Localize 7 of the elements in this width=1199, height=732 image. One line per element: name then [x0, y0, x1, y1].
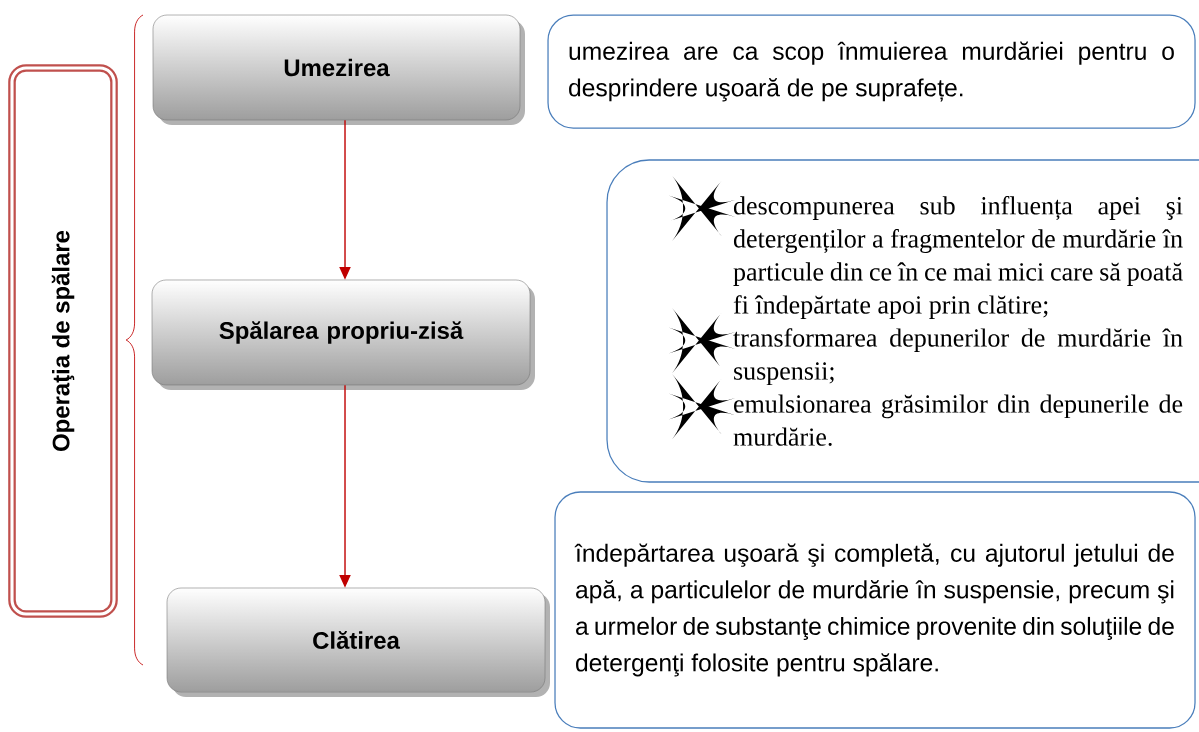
description-box: umezirea are ca scop înmuierea murdăriei pentru o desprindere uşoară de pe suprafețe. — [547, 14, 1196, 129]
step-box: Umezirea — [152, 14, 525, 125]
description-box: descompunerea sub influența apei şi detergenților a fragmentelor de murdărie în particule din ce în ce mai mici care să poată fi îndepărtate apoi prin clătire; transformarea depunerilor de murdărie în suspensii; emulsionarea grăsimilor din depunerile de murdărie. — [606, 159, 1199, 483]
vertical-label-box: Operaţia de spălare — [8, 64, 118, 618]
description-box: îndepărtarea uşoară şi completă, cu ajutorul jetului de apă, a particulelor de murdărie în suspensie, precum şi a urmelor de substanţe chimice provenite din soluţiile de detergenţi folosite pentru spălare. — [554, 491, 1196, 729]
step-box: Spălarea propriu-zisă — [151, 279, 535, 390]
step-box: Clătirea — [166, 587, 550, 697]
